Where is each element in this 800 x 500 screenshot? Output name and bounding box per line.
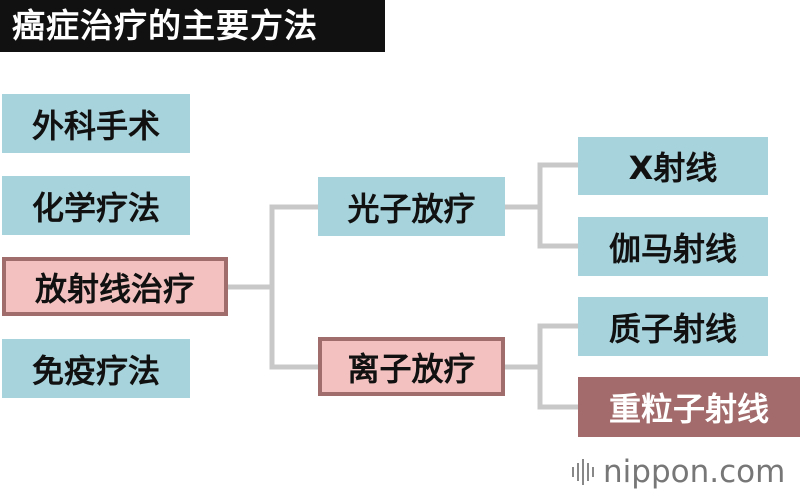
node-heavy-ion-beam: 重粒子射线 (578, 377, 800, 437)
node-x-ray: X射线 (578, 137, 768, 195)
sound-wave-icon (572, 459, 594, 485)
connector-radiotherapy-branches (228, 204, 318, 370)
logo-text: nippon.com (603, 454, 786, 490)
node-ion-therapy: 离子放疗 (318, 337, 505, 396)
connector-ion-branches (505, 323, 578, 410)
node-photon-therapy: 光子放疗 (318, 177, 505, 236)
node-radiotherapy: 放射线治疗 (2, 257, 228, 316)
node-proton-beam: 质子射线 (578, 297, 768, 356)
node-immunotherapy: 免疫疗法 (2, 339, 190, 398)
node-chemotherapy: 化学疗法 (2, 176, 190, 235)
node-surgery: 外科手术 (2, 94, 190, 153)
page-title: 癌症治疗的主要方法 (0, 0, 385, 52)
node-gamma-ray: 伽马射线 (578, 217, 768, 276)
connector-photon-branches (505, 162, 578, 249)
nippon-logo: nippon.com (572, 452, 785, 492)
